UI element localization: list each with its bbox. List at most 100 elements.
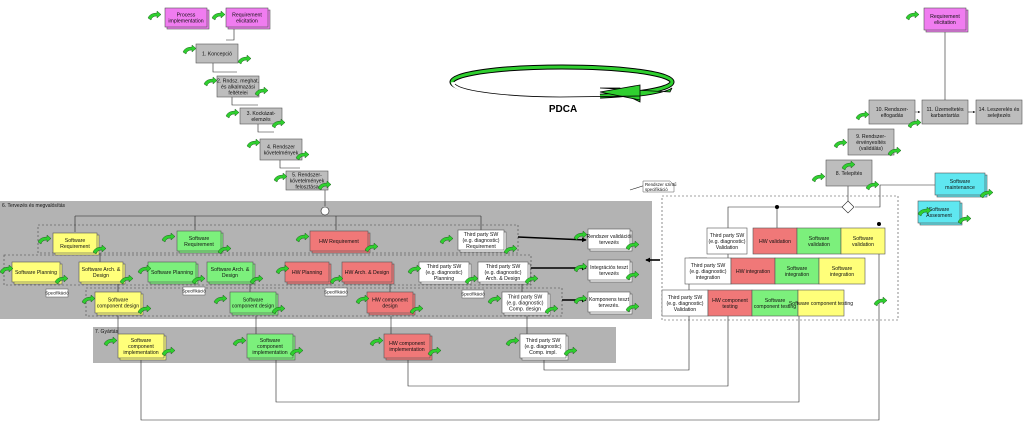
third-party-impl-label: (e.g. diagnostic) (525, 344, 562, 350)
sw-planning-yellow-label: Software Planning (15, 270, 57, 276)
third-party-arch-box[interactable]: Third party SW(e.g. diagnostic)Arch. & D… (477, 261, 531, 285)
third-party-integration-label: Third party SW (691, 263, 726, 269)
step-installation-box[interactable]: 8. Telepítés (825, 159, 873, 187)
curved-arrow-icon (573, 262, 588, 273)
curved-arrow-icon (865, 180, 880, 191)
hw-planning-box[interactable]: HW Planning (284, 261, 332, 285)
boxes-layer: ProcessimplementationRequirementelicitat… (11, 7, 1023, 361)
step-system-definition-label: és alkalmazási (221, 85, 255, 91)
hw-integration-label: HW integration (736, 269, 770, 275)
pdca-label: PDCA (549, 104, 577, 115)
sw-arch-yellow-box[interactable]: Software Arch. &Design (78, 261, 126, 285)
step-system-validation-box[interactable]: 9. Rendszer-érvényesítés(validálás) (847, 128, 895, 156)
third-party-requirement-box[interactable]: Third party SW(e.g. diagnostic)Requireme… (457, 229, 507, 253)
sw-assessment-label: Software (929, 207, 950, 213)
sw-arch-green-box[interactable]: Software Arch. &Design (206, 261, 256, 285)
sw-component-testing-yellow-box[interactable]: Software component testing (789, 289, 853, 317)
curved-arrow-icon (249, 274, 264, 285)
sw-arch-yellow-label: Design (93, 273, 109, 279)
third-party-impl-label: Comp. impl. (529, 350, 557, 356)
third-party-planning-box[interactable]: Third party SW(e.g. diagnostic)Planning (418, 261, 472, 285)
hw-component-design-label: HW component (372, 298, 408, 304)
third-party-planning-label: Third party SW (427, 264, 462, 270)
hw-requirement-box[interactable]: HW Requirement (309, 230, 371, 254)
third-party-component-design-label: Third party SW (508, 295, 543, 301)
requirement-elicitation-right-label: elicitation (934, 20, 956, 26)
hw-integration-box[interactable]: HW integration (730, 257, 776, 285)
third-party-component-design-box[interactable]: Third party SW(e.g. diagnostic)Comp. des… (501, 291, 551, 316)
sw-planning-green-label: Software Planning (151, 270, 193, 276)
curved-arrow-icon (37, 234, 52, 245)
curved-arrow-icon (907, 118, 922, 129)
hw-validation-box[interactable]: HW validation (752, 227, 798, 255)
sw-assessment-label: Assesment (926, 213, 952, 219)
system-validation-plan-label: tervezés (599, 240, 619, 246)
specification-label: Specifikáció (324, 290, 348, 295)
sw-planning-green-box[interactable]: Software Planning (147, 261, 199, 285)
hw-planning-label: HW Planning (292, 270, 322, 276)
hw-arch-box[interactable]: HW Arch. & Design (341, 261, 395, 285)
curved-arrow-icon (439, 234, 454, 245)
third-party-validation-box[interactable]: Third party SW(e.g. diagnostic)Validatio… (706, 227, 748, 255)
process-implementation-label: Process (177, 13, 196, 19)
step-risk-analysis-box[interactable]: 3. Kockázat-elemzés (239, 107, 283, 125)
panel-design-title: 6. Tervezés és megvalósítás (2, 203, 65, 209)
curved-arrow-icon (464, 274, 479, 285)
curved-arrow-icon (811, 172, 826, 183)
third-party-arch-label: Arch. & Design (486, 276, 521, 282)
third-party-integration-label: integration (696, 275, 720, 281)
step-system-acceptance-box[interactable]: 10. Rendszer-elfogadás (868, 99, 916, 125)
hw-impl-label: implementation (389, 347, 424, 353)
third-party-planning-label: Planning (434, 276, 454, 282)
curved-arrow-icon (407, 264, 422, 275)
third-party-integration-box[interactable]: Third party SW(e.g. diagnostic)integrati… (684, 257, 732, 285)
curved-arrow-icon (503, 244, 518, 255)
step-concept-box[interactable]: 1. Koncepció (195, 43, 239, 64)
step-system-definition-box[interactable]: 2. Rndsz. meghat.és alkalmazásifeltétele… (216, 75, 260, 98)
third-party-arch-label: (e.g. diagnostic) (485, 270, 522, 276)
curved-arrow-icon (329, 274, 344, 285)
curved-arrow-icon (271, 304, 286, 315)
curved-arrow-icon (887, 146, 902, 157)
curved-arrow-icon (573, 294, 588, 305)
curved-arrow-icon (573, 230, 588, 241)
curved-arrow-icon (0, 264, 14, 275)
system-spec-note-line1: Rendszer szintű (645, 182, 677, 187)
curved-arrow-icon (979, 188, 994, 199)
curved-arrow-icon (873, 296, 888, 307)
specification-label: Specifikáció (45, 291, 69, 296)
panel-production-title: 7. Gyártás (95, 329, 119, 335)
group-verification (661, 195, 899, 321)
step-risk-analysis-label: 3. Kockázat- (247, 111, 276, 117)
third-party-impl-box[interactable]: Third party SW(e.g. diagnostic)Comp. imp… (519, 333, 569, 361)
sw-planning-yellow-box[interactable]: Software Planning (11, 261, 63, 285)
third-party-validation2-box[interactable]: Third party SW(e.g. diagnostic)Validatio… (661, 289, 709, 317)
sw-integration-yellow-label: integration (830, 272, 854, 278)
